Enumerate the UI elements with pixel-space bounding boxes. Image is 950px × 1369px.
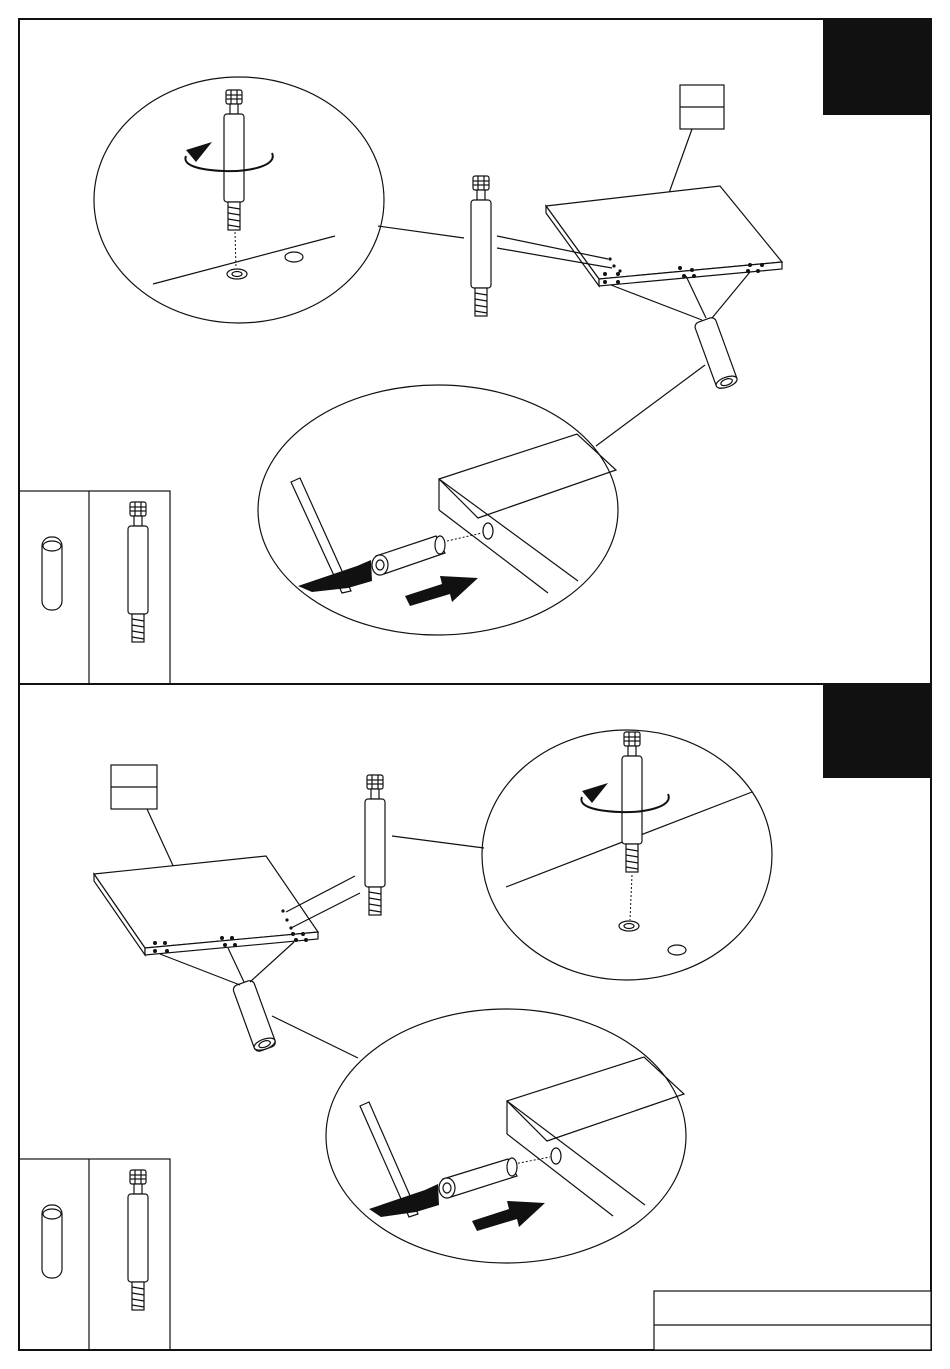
step-b-hardware-legend [19, 1159, 170, 1350]
step-b-dowel [232, 979, 277, 1052]
step-a [19, 19, 931, 684]
step-b-cam-bolt [365, 775, 385, 915]
step-b-part-label-box [111, 765, 157, 809]
legend-cam-bolt [128, 502, 148, 642]
step-b-panel [94, 856, 318, 955]
step-b-zoom-cam-bolt [482, 730, 772, 980]
legend-dowel [42, 537, 62, 610]
legend-cam-bolt-b [128, 1170, 148, 1310]
step-a-cam-bolt [471, 176, 491, 316]
step-b-number-tab [823, 685, 931, 778]
step-b [19, 685, 931, 1350]
step-a-panel [546, 186, 782, 286]
step-a-zoom-cam-bolt [94, 77, 384, 323]
step-a-number-tab [823, 19, 931, 115]
step-a-dowel [694, 316, 739, 390]
step-b-zoom-dowel [326, 1009, 686, 1263]
title-block [654, 1291, 931, 1350]
step-a-hardware-legend [19, 491, 170, 684]
step-a-part-label-box [680, 85, 724, 129]
step-a-zoom-dowel [258, 385, 618, 635]
legend-dowel-b [42, 1205, 62, 1278]
